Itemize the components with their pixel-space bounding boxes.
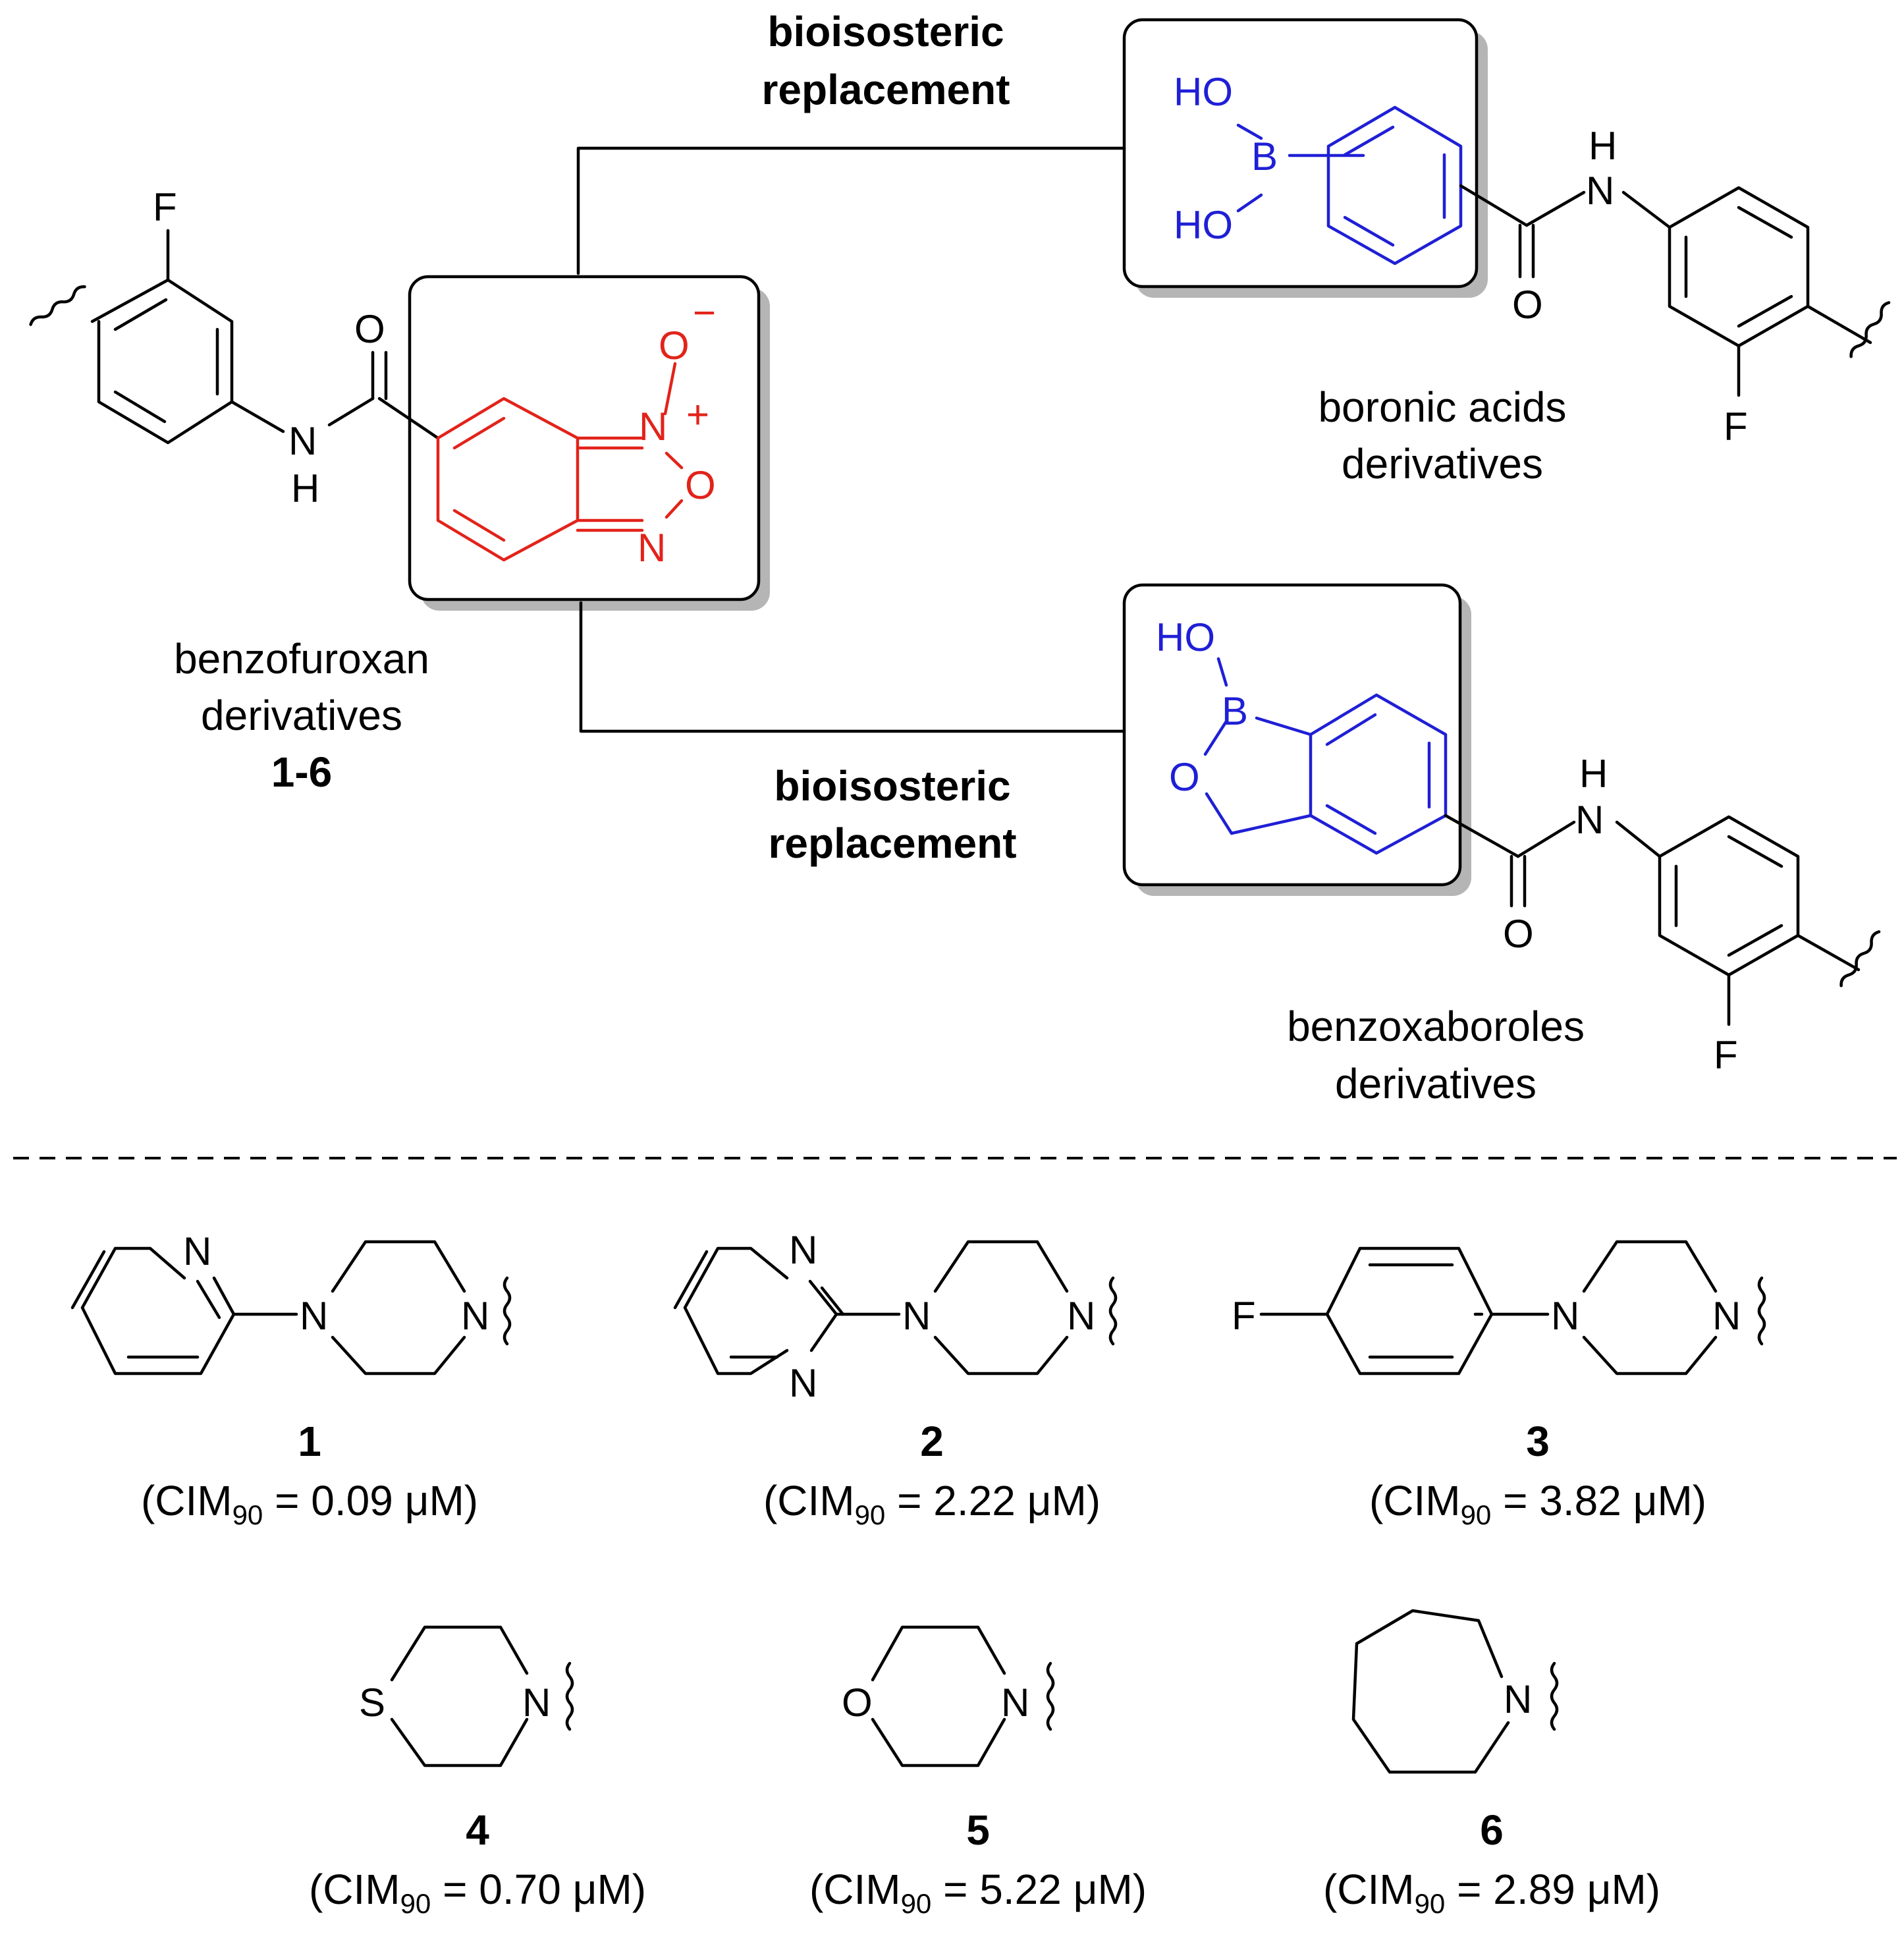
compound-2-atom-N-pyrimidine-b: N: [789, 1361, 817, 1405]
benzoxaborole-highlight-box: [1122, 583, 1471, 896]
boronic-acid-highlight-box: [1122, 18, 1488, 298]
atom-O-furoxan-exo: O: [659, 323, 690, 368]
upper-replacement-label-line2: replacement: [761, 66, 1010, 113]
atom-HO-benzoxaborole: HO: [1156, 615, 1215, 659]
left-fluorophenyl-amide: [29, 229, 440, 445]
atom-F-upper-right: F: [1724, 404, 1748, 449]
compound-2-atom-N1: N: [902, 1294, 931, 1338]
compound-5-activity: (CIM90 = 5.22 μM): [809, 1866, 1147, 1919]
compound-5-atom-O: O: [842, 1681, 873, 1725]
compound-3-number: 3: [1526, 1418, 1550, 1465]
compound-3-atom-F: F: [1232, 1294, 1256, 1338]
benzoxaborole-label-line2: derivatives: [1335, 1060, 1537, 1107]
compound-1-atom-N1: N: [300, 1294, 328, 1338]
upper-connector-line: [576, 146, 1126, 275]
compound-1-activity: (CIM90 = 0.09 μM): [141, 1477, 478, 1530]
compound-4-activity: (CIM90 = 0.70 μM): [309, 1866, 646, 1919]
atom-H-lower-amide: H: [1579, 752, 1608, 796]
compound-4-structure: [390, 1625, 574, 1767]
compound-4-number: 4: [466, 1806, 489, 1854]
lower-replacement-label-line2: replacement: [768, 820, 1016, 867]
compound-4-atom-S: S: [359, 1681, 385, 1725]
benzofuroxan-label-line2: derivatives: [201, 692, 402, 739]
atom-F-lower-right: F: [1714, 1033, 1738, 1077]
lower-replacement-label-line1: bioisosteric: [774, 762, 1010, 810]
compound-3-structure: [1259, 1240, 1766, 1376]
upper-replacement-label-line1: bioisosteric: [767, 8, 1004, 55]
compound-6-number: 6: [1480, 1806, 1504, 1854]
compound-6-structure: [1351, 1609, 1559, 1774]
charge-minus: −: [693, 291, 716, 335]
atom-HO-boronic-lower: HO: [1174, 203, 1233, 247]
boronic-label-line1: boronic acids: [1318, 383, 1566, 431]
compound-1-number: 1: [298, 1418, 321, 1465]
compound-1-atom-N4: N: [461, 1294, 489, 1338]
atom-O-benzoxaborole: O: [1169, 755, 1200, 799]
atom-O-furoxan-ring: O: [685, 463, 716, 507]
atom-HO-boronic-upper: HO: [1174, 70, 1233, 114]
compound-5-number: 5: [966, 1806, 990, 1854]
compound-5-atom-N: N: [1001, 1681, 1029, 1725]
atom-H-upper-amide: H: [1589, 124, 1617, 168]
benzoxaborole-label-line1: benzoxaboroles: [1287, 1003, 1585, 1050]
atom-N-furoxan-oxide: N: [639, 404, 667, 449]
lower-right-fluorophenyl-amide: [1444, 814, 1881, 1026]
compound-1-structure: [70, 1240, 512, 1376]
boronic-label-line2: derivatives: [1342, 440, 1543, 487]
atom-N-left-amide: N: [288, 419, 317, 463]
atom-N-lower-amide: N: [1575, 798, 1604, 842]
compound-4-atom-N: N: [522, 1681, 551, 1725]
compound-6-activity: (CIM90 = 2.89 μM): [1323, 1866, 1660, 1919]
lower-connector-line: [579, 601, 1126, 733]
phenylboronic-acid: [1236, 105, 1463, 265]
atom-O-lower-carbonyl: O: [1503, 912, 1534, 956]
atom-O-upper-carbonyl: O: [1512, 283, 1543, 327]
compound-2-number: 2: [920, 1418, 944, 1465]
benzofuroxan-label-line1: benzofuroxan: [174, 635, 429, 682]
compound-1-atom-N-pyridine: N: [183, 1229, 211, 1273]
compound-2-structure: [673, 1240, 1118, 1376]
compound-6-atom-N: N: [1504, 1677, 1532, 1721]
atom-N-furoxan: N: [638, 526, 666, 570]
compound-5-structure: [871, 1625, 1055, 1767]
atom-F-left: F: [153, 185, 177, 229]
atom-O-left-carbonyl: O: [354, 307, 385, 351]
atom-B-benzoxaborole: B: [1222, 689, 1248, 733]
compound-3-atom-N1: N: [1551, 1294, 1579, 1338]
compound-2-activity: (CIM90 = 2.22 μM): [763, 1477, 1101, 1530]
charge-plus: +: [686, 393, 709, 437]
compound-2-atom-N-pyrimidine-a: N: [789, 1228, 817, 1272]
atom-B-boronic: B: [1251, 134, 1278, 179]
compound-3-activity: (CIM90 = 3.82 μM): [1369, 1477, 1706, 1530]
upper-right-fluorophenyl-amide: [1459, 184, 1891, 397]
atom-H-left-amide: H: [291, 466, 319, 511]
benzofuroxan-compound-numbers: 1-6: [271, 748, 333, 796]
benzofuroxan-core: [436, 362, 684, 562]
compound-3-atom-N4: N: [1712, 1294, 1741, 1338]
compound-2-atom-N4: N: [1067, 1294, 1095, 1338]
atom-N-upper-amide: N: [1586, 169, 1614, 213]
